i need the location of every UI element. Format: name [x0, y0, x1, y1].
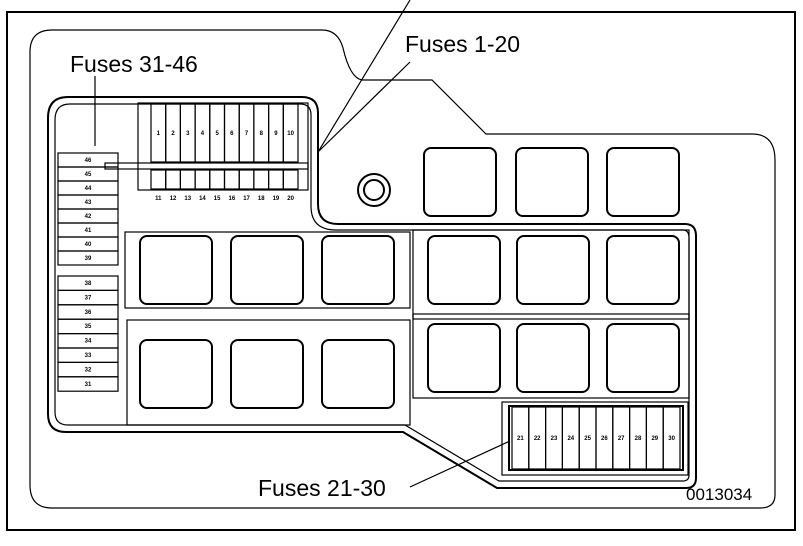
fuse-slot — [223, 169, 240, 190]
fuse-number: 44 — [85, 186, 92, 192]
fuse-slot — [194, 169, 211, 190]
fuse-number: 18 — [258, 196, 265, 202]
fuse-number: 24 — [567, 436, 574, 442]
label-fuses-21-30: Fuses 21-30 — [258, 475, 386, 501]
fuse-number: 43 — [85, 200, 92, 206]
fuse-number: 14 — [199, 196, 206, 202]
fuse-number: 35 — [85, 324, 92, 330]
fuse-number: 25 — [584, 436, 591, 442]
fuse-slot — [150, 169, 167, 190]
relay-socket — [515, 147, 589, 217]
fuse-block-frame — [137, 102, 309, 191]
fuse-slot — [179, 169, 196, 190]
fuse-number: 8 — [260, 131, 264, 137]
relay-socket — [423, 147, 497, 217]
fuse-block-divider — [104, 162, 309, 170]
fuse-number: 40 — [85, 242, 92, 248]
fuse-number: 3 — [186, 131, 190, 137]
relay-socket — [230, 339, 304, 409]
relay-area-middle-upper — [124, 231, 411, 309]
fuse-slot — [253, 169, 270, 190]
fuse-number: 16 — [229, 196, 236, 202]
fuse-number: 2 — [171, 131, 175, 137]
relay-area-middle-lower — [126, 319, 411, 426]
fuse-number: 10 — [287, 131, 294, 137]
fuse-block-frame — [501, 401, 689, 476]
relay-socket — [606, 235, 680, 305]
figure-code: 0013034 — [686, 485, 752, 504]
fuse-slot — [282, 169, 299, 190]
relay-socket — [427, 323, 501, 393]
fuse-number: 22 — [534, 436, 541, 442]
label-fuses-1-20: Fuses 1-20 — [405, 31, 520, 57]
fuse-number: 41 — [85, 228, 92, 234]
relay-socket — [139, 339, 213, 409]
relay-socket — [321, 235, 395, 305]
label-fuses-31-46: Fuses 31-46 — [70, 51, 198, 77]
fuse-block-31-46: 46 45 44 43 42 41 40 39 38 37 36 35 34 33 32 31 — [57, 152, 119, 392]
fuse-number: 46 — [85, 158, 92, 164]
fuse-slot — [238, 169, 255, 190]
fuse-number: 19 — [273, 196, 280, 202]
fuse-number: 4 — [201, 131, 205, 137]
fuse-number: 21 — [517, 436, 524, 442]
relay-socket — [606, 147, 680, 217]
outer-frame — [6, 11, 796, 531]
fuse-block-inner — [508, 405, 684, 471]
fuse-slot — [282, 103, 299, 163]
fuse-number: 39 — [85, 256, 92, 262]
relay-socket — [230, 235, 304, 305]
leader-fuses-1-20 — [317, 0, 411, 153]
fuse-number: 12 — [170, 196, 177, 202]
leader-fuses-21-30 — [409, 440, 511, 488]
fuse-number: 28 — [635, 436, 642, 442]
leader-fuses-1-20-line — [317, 61, 411, 153]
fuse-number: 7 — [245, 131, 249, 137]
fuse-number: 33 — [85, 353, 92, 359]
fuse-slot — [209, 169, 226, 190]
fuse-number: 23 — [551, 436, 558, 442]
fuse-slot — [165, 169, 181, 190]
fuse-number: 17 — [243, 196, 250, 202]
relay-socket — [606, 323, 680, 393]
fuse-number: 13 — [184, 196, 191, 202]
fuse-slot — [268, 169, 284, 190]
fuse-number: 31 — [85, 382, 92, 388]
fuse-number: 26 — [601, 436, 608, 442]
relay-socket — [427, 235, 501, 305]
fuse-slot — [662, 406, 681, 470]
fuse-block-21-30: 21 22 23 24 25 26 27 28 29 30 — [501, 401, 689, 476]
inner-panel-outline-outer — [47, 96, 697, 489]
mounting-bolt-inner — [363, 179, 385, 201]
relay-area-divider — [412, 313, 690, 320]
relays — [139, 147, 680, 409]
fuse-number: 20 — [287, 196, 294, 202]
fuse-number: 42 — [85, 214, 92, 220]
fuse-number: 1 — [157, 131, 161, 137]
relay-socket — [516, 235, 590, 305]
fuse-number: 36 — [85, 310, 92, 316]
fuse-number: 9 — [274, 131, 278, 137]
fuse-number: 11 — [155, 196, 162, 202]
fuse-number: 38 — [85, 281, 92, 287]
mounting-bolt-icon — [357, 173, 391, 207]
fuse-number: 34 — [85, 339, 92, 345]
housing-outline — [29, 29, 776, 509]
fuse-number: 27 — [618, 436, 625, 442]
fuse-slot — [57, 376, 119, 392]
relay-socket — [139, 235, 213, 305]
relay-socket — [516, 323, 590, 393]
fuse-number: 5 — [215, 131, 219, 137]
fuse-number: 45 — [85, 172, 92, 178]
fuse-number: 6 — [230, 131, 234, 137]
fuse-number: 29 — [651, 436, 658, 442]
relay-socket — [321, 339, 395, 409]
fuse-number: 37 — [85, 295, 92, 301]
fuse-number: 32 — [85, 367, 92, 373]
fuse-slot — [57, 250, 119, 266]
fuse-number: 15 — [214, 196, 221, 202]
fuse-number: 30 — [668, 436, 675, 442]
